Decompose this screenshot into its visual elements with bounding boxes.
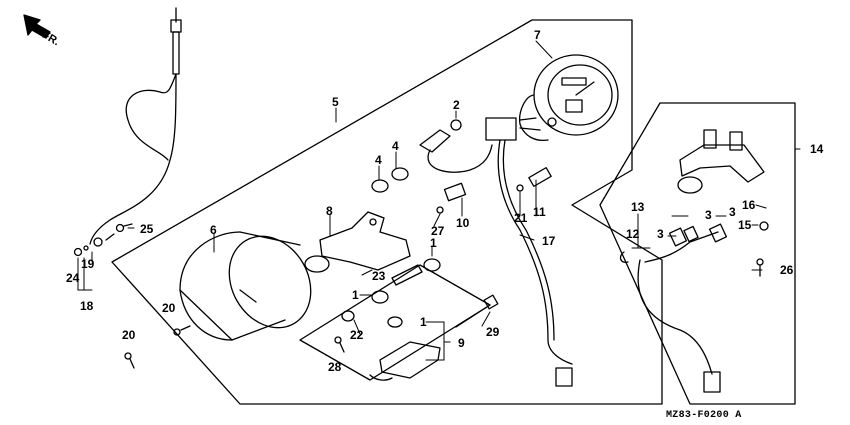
callout-24: 24 [66,271,80,285]
callout-6: 6 [210,223,217,237]
meter-housing [179,231,312,341]
group-outline-left [111,19,663,405]
meter-unit [519,54,619,142]
callout-4b: 4 [392,139,399,153]
callout-3c: 3 [657,227,664,241]
callout-4a: 4 [375,153,382,167]
harness-clamp [443,182,467,202]
callout-29: 29 [486,325,500,339]
callout-5: 5 [332,95,339,109]
callout-20b: 20 [122,328,136,342]
indicator-bracket [677,129,765,194]
callout-11: 11 [533,205,546,219]
callout-16: 16 [742,198,756,212]
speedometer-cable [73,7,182,257]
callout-1a: 1 [352,288,359,302]
callout-26: 26 [780,263,794,277]
callout-15: 15 [738,218,752,232]
bulb-socket [419,119,462,153]
callout-7: 7 [534,28,541,42]
callout-1c: 1 [430,236,437,250]
meter-bracket [304,211,411,273]
callout-2: 2 [453,98,460,112]
callout-9: 9 [458,336,465,350]
callout-10: 10 [456,216,470,230]
fasteners [115,184,769,369]
callout-17: 17 [542,234,556,248]
meter-stay [369,341,441,381]
indicator-harness [637,223,728,393]
callout-13: 13 [631,200,645,214]
callout-23: 23 [372,269,386,283]
meter-harness [427,117,573,387]
callout-22: 22 [350,328,364,342]
callout-8: 8 [326,204,333,218]
trip-knob [528,167,552,187]
callout-18: 18 [80,299,94,313]
callout-3a: 3 [705,208,712,222]
callout-1b: 1 [420,315,427,329]
collar [391,264,423,286]
callout-14: 14 [810,142,824,156]
diagram-code: MZ83-F0200 A [666,410,742,421]
callout-12: 12 [626,227,640,241]
leader-lines [77,40,801,361]
front-direction-arrow-icon [23,14,51,39]
bolt [455,294,499,328]
callout-27: 27 [431,224,445,238]
callout-20a: 20 [162,301,176,315]
group-outline-right [599,102,796,405]
callout-21: 21 [514,211,528,225]
callout-19: 19 [81,257,95,271]
callout-3b: 3 [729,205,736,219]
callout-25: 25 [140,222,154,236]
grommets [371,167,441,328]
callout-28: 28 [328,360,342,374]
